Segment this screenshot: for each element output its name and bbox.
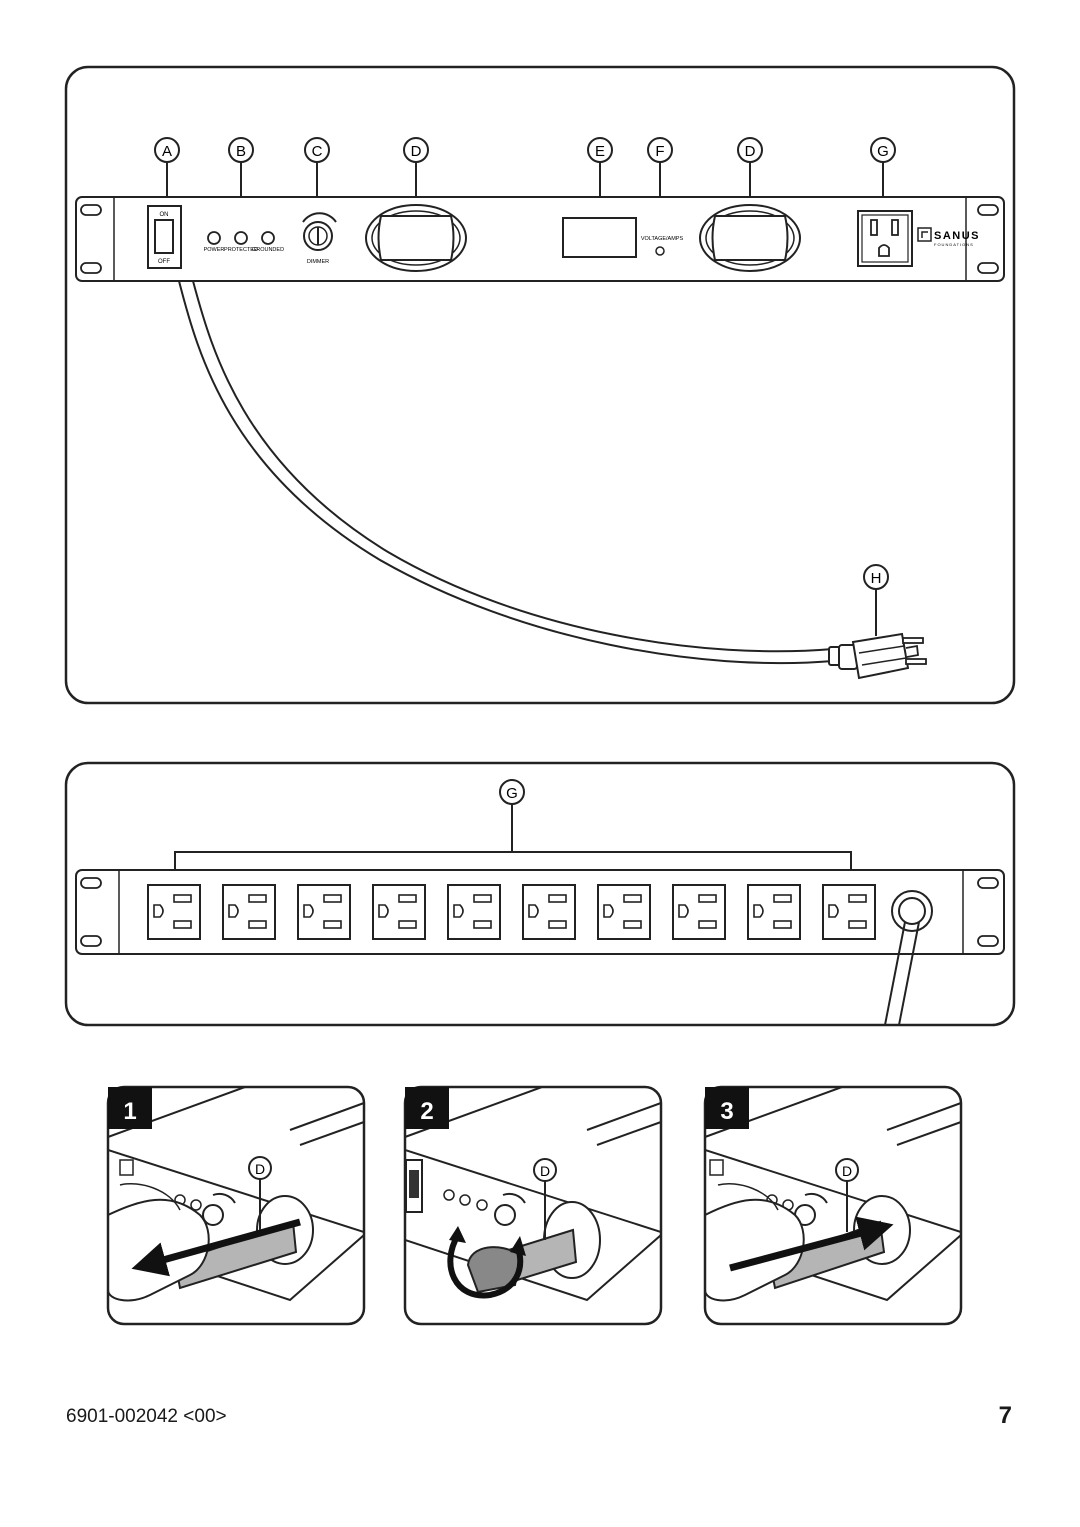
pull-out-light-right: [699, 204, 801, 272]
mount-slot: [977, 877, 999, 889]
mount-slot: [977, 204, 999, 216]
brand-logo: SANUS FOUNDATIONS: [917, 227, 980, 247]
callout-e: E: [587, 137, 613, 218]
led-label-grounded: GROUNDED: [252, 247, 284, 253]
callout-c-letter: C: [312, 143, 323, 160]
step-3-panel: 3 D: [703, 1085, 963, 1326]
step-2-panel: 2 D: [403, 1085, 663, 1326]
step-3-number: 3: [720, 1098, 733, 1125]
mount-slot: [80, 262, 102, 274]
callout-b-letter: B: [236, 143, 246, 160]
mount-slot: [977, 262, 999, 274]
dimmer-label: DIMMER: [307, 259, 329, 265]
callout-a-letter: A: [162, 143, 172, 160]
switch-off-label: OFF: [158, 259, 170, 265]
rear-panel-frame: [64, 761, 1016, 1027]
rear-outlet: [672, 884, 726, 940]
callout-d-left-letter: D: [411, 143, 422, 160]
rear-outlet: [222, 884, 276, 940]
pull-out-light-left: [365, 204, 467, 272]
callout-g-rear: G: [174, 779, 852, 870]
voltage-button: VOLTAGE/AMPS: [641, 236, 684, 256]
callout-g-rear-letter: G: [506, 785, 518, 802]
step-1-callout: D: [255, 1161, 265, 1177]
rear-outlet: [597, 884, 651, 940]
callout-d-right-letter: D: [745, 143, 756, 160]
callout-e-letter: E: [595, 143, 605, 160]
brand-name: SANUS: [934, 230, 980, 242]
callout-h: H: [863, 564, 889, 636]
mount-slot: [80, 935, 102, 947]
mount-slot: [80, 204, 102, 216]
step-2-number: 2: [420, 1098, 433, 1125]
led-label-power: POWER: [204, 247, 225, 253]
indicator-leds: POWER PROTECTED GROUNDED: [204, 231, 284, 253]
rear-outlet: [147, 884, 201, 940]
led-label-protected: PROTECTED: [224, 247, 258, 253]
power-switch: ON OFF: [147, 205, 182, 269]
front-panel-frame: [64, 65, 1016, 705]
step-2-callout: D: [540, 1163, 550, 1179]
rear-outlet: [372, 884, 426, 940]
callout-g-front-letter: G: [877, 143, 889, 160]
document-code: 6901-002042 <00>: [66, 1406, 227, 1427]
callout-f-letter: F: [655, 143, 664, 160]
cord-grommet: [884, 890, 933, 1026]
power-cord: [178, 280, 834, 665]
step-1-panel: 1 D: [106, 1085, 366, 1326]
step-1-number: 1: [123, 1098, 136, 1125]
rear-outlet: [747, 884, 801, 940]
page-number: 7: [998, 1402, 1012, 1429]
brand-subtitle: FOUNDATIONS: [934, 242, 974, 247]
rear-outlet: [297, 884, 351, 940]
display-window: [562, 217, 637, 258]
callout-d-right: D: [737, 137, 763, 216]
voltage-button-label: VOLTAGE/AMPS: [641, 236, 684, 242]
dimmer-knob: DIMMER: [302, 212, 337, 265]
step-3-callout: D: [842, 1163, 852, 1179]
switch-on-label: ON: [160, 212, 169, 218]
rear-outlet: [522, 884, 576, 940]
power-plug: [828, 632, 927, 680]
mount-slot: [977, 935, 999, 947]
mount-slot: [80, 877, 102, 889]
front-outlet: [857, 210, 913, 267]
rear-outlet: [447, 884, 501, 940]
callout-g-front: G: [870, 137, 896, 212]
rear-outlet-row: [147, 884, 876, 940]
callout-h-letter: H: [871, 570, 882, 587]
rear-outlet: [822, 884, 876, 940]
